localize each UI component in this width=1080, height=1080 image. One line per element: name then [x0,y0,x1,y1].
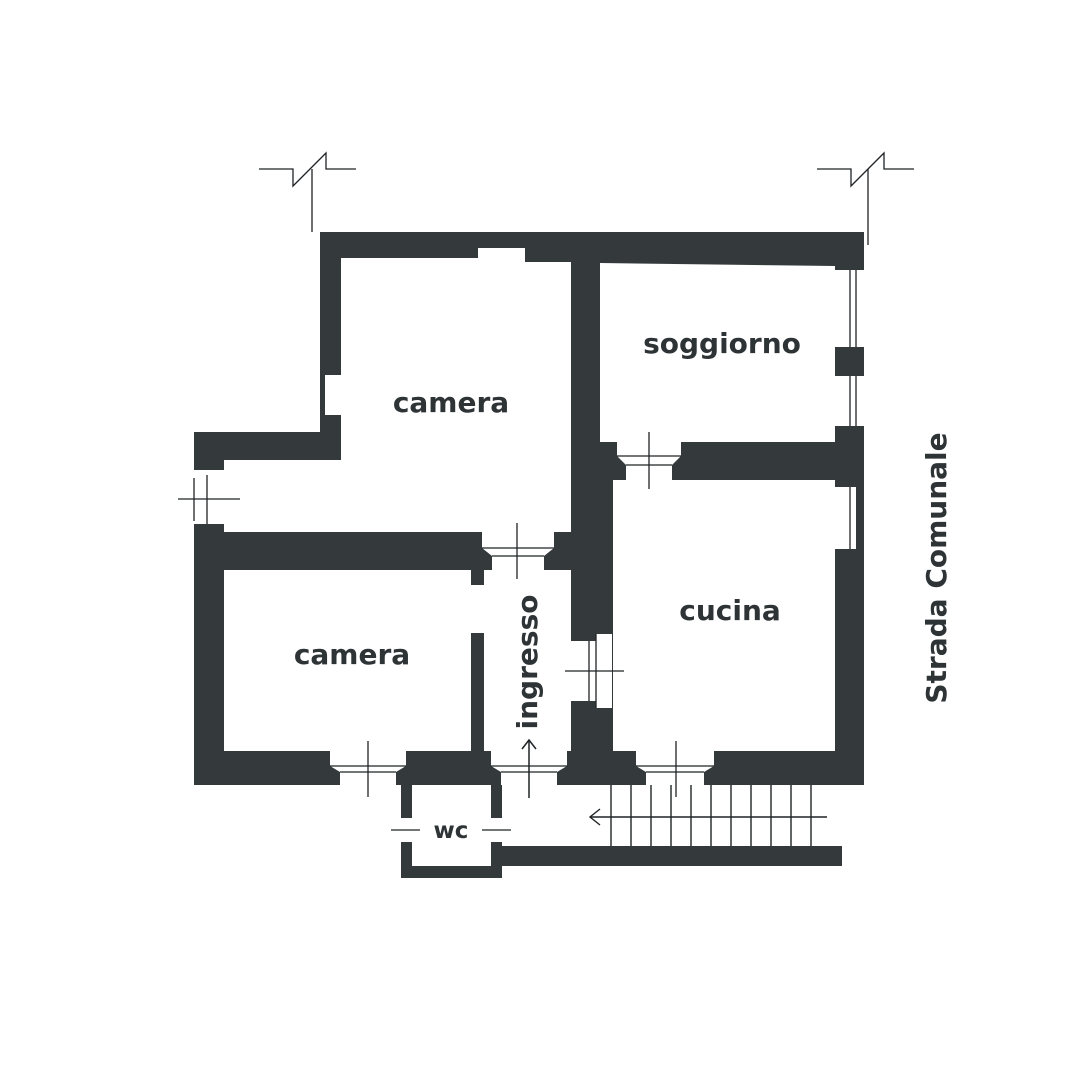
door-symbol-icon [565,634,624,708]
door-symbol-icon [617,432,681,489]
door-opening-cucina [636,751,714,785]
wc-wall-bottom [401,866,502,878]
ingresso-opening [471,585,484,633]
door-symbol-icon [482,523,554,579]
window-icon [178,475,240,524]
wc-wall-right-upper [491,785,502,818]
street-label: Strada Comunale [920,432,953,703]
door-opening-camera-top [482,532,554,570]
wall-gap-strip [312,232,320,432]
break-lines [259,151,914,245]
entry-arrow-icon [521,738,537,798]
stair-arrow-icon [588,808,827,826]
room-label-camera-bottom: camera [294,638,410,671]
break-line-icon [817,151,914,245]
walls [194,232,864,878]
room-label-soggiorno: soggiorno [643,327,801,360]
cucina-window-opening [835,487,856,549]
left-window-opening [194,470,224,524]
wc-wall-left-lower [401,842,412,878]
stair-wall [491,846,842,866]
wc-wall-left-upper [401,785,412,818]
stair [588,785,827,846]
room-label-cucina: cucina [679,594,781,627]
break-line-icon [259,151,356,232]
door-symbol-icon [636,741,714,797]
window-icon [849,270,857,426]
camera-niche [325,375,341,415]
room-label-ingresso: ingresso [511,595,544,730]
door-symbol-icon [330,741,406,797]
room-label-wc: wc [434,818,469,844]
room-label-camera-top: camera [393,386,509,419]
